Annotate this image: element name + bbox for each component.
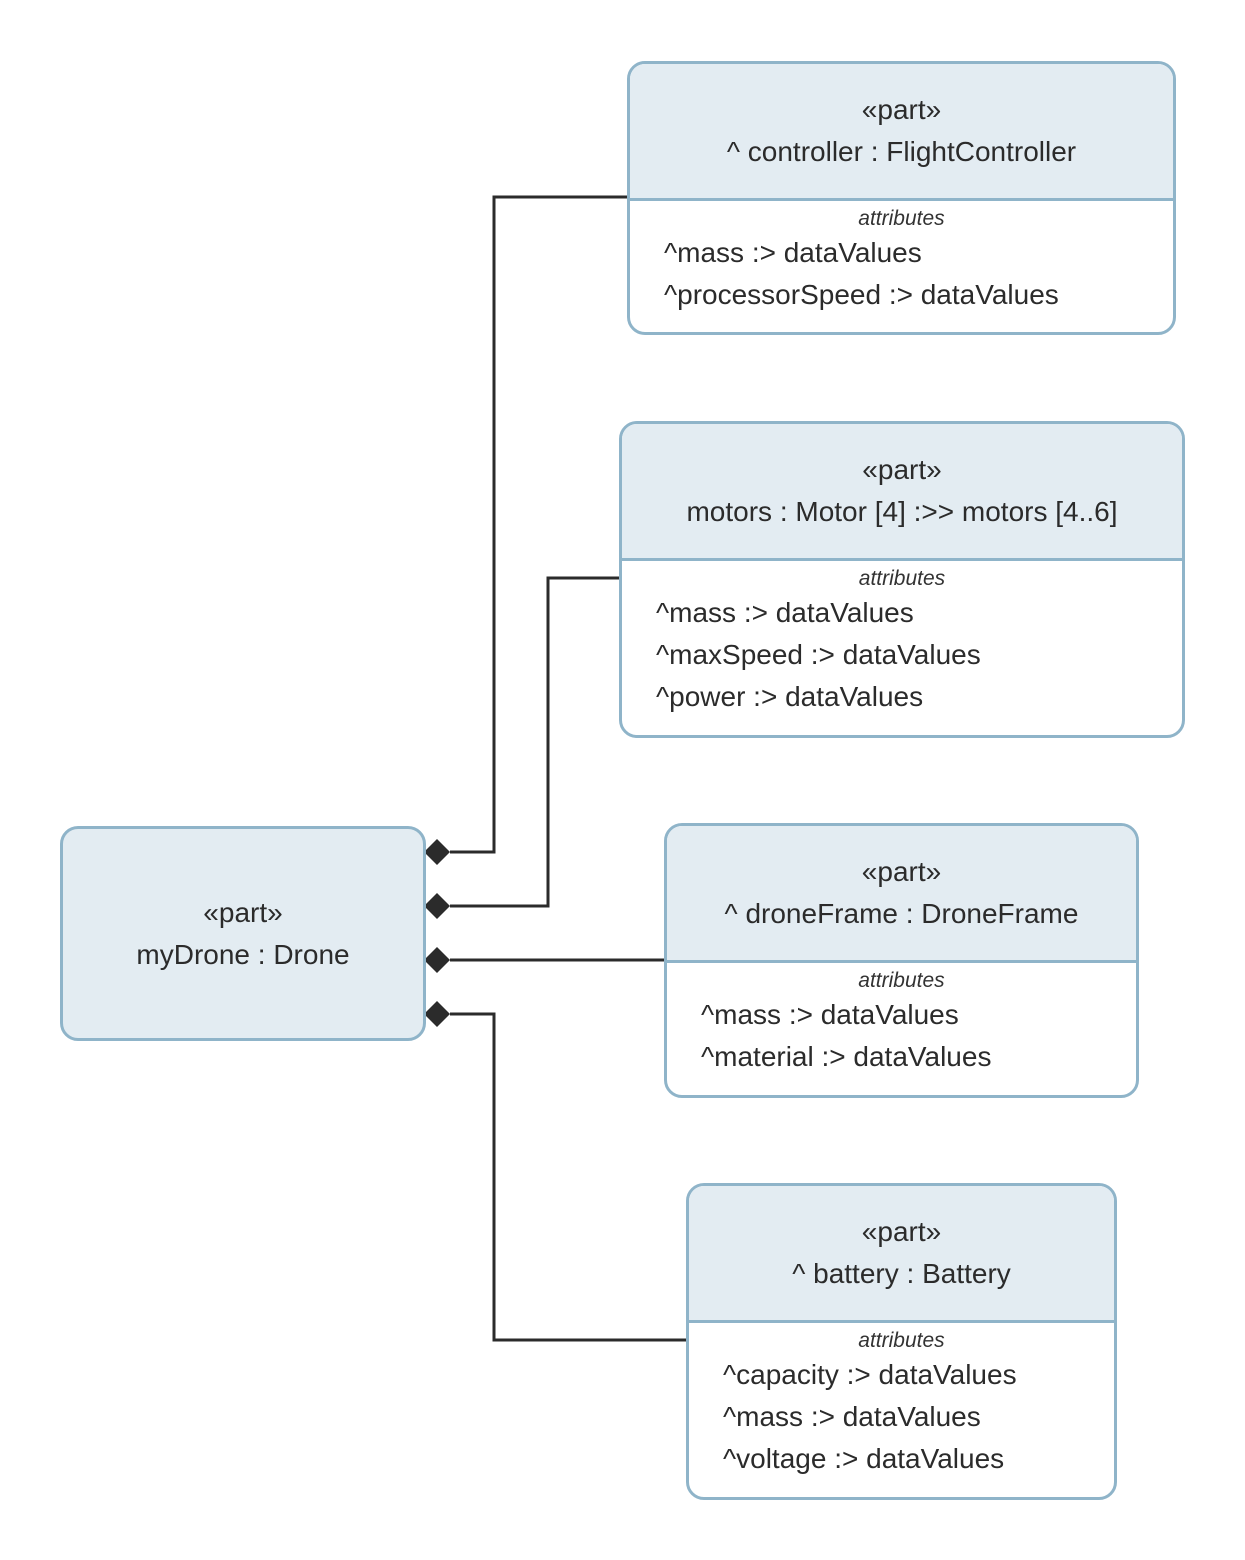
part-node-battery[interactable]: «part» ^ battery : Battery attributes ^c… (686, 1183, 1117, 1500)
part-node-motors[interactable]: «part» motors : Motor [4] :>> motors [4.… (619, 421, 1185, 738)
part-name: ^ droneFrame : DroneFrame (724, 898, 1079, 929)
attribute-item: ^mass :> dataValues (723, 1401, 981, 1432)
connector-battery[interactable] (450, 1012, 686, 1342)
part-header: «part» ^ battery : Battery (689, 1186, 1114, 1323)
attribute-item: ^material :> dataValues (701, 1041, 992, 1072)
part-node-controller[interactable]: «part» ^ controller : FlightController a… (627, 61, 1176, 335)
attribute-item: ^capacity :> dataValues (723, 1359, 1017, 1390)
attribute-list: ^mass :> dataValues ^material :> dataVal… (667, 994, 1136, 1078)
attributes-section-title: attributes (858, 207, 945, 230)
composition-diamond-icon (424, 839, 450, 865)
attribute-item: ^maxSpeed :> dataValues (656, 639, 981, 670)
part-name: myDrone : Drone (136, 938, 350, 970)
attribute-item: ^mass :> dataValues (664, 237, 922, 268)
part-header: «part» ^ droneFrame : DroneFrame (667, 826, 1136, 963)
part-name: ^ controller : FlightController (726, 136, 1077, 167)
stereotype-label: «part» (203, 896, 283, 928)
part-node-mydrone[interactable]: «part» myDrone : Drone (60, 826, 426, 1041)
connector-motors[interactable] (450, 576, 619, 908)
part-name: ^ battery : Battery (792, 1258, 1011, 1289)
stereotype-label: «part» (862, 454, 942, 485)
attributes-section-title: attributes (858, 567, 946, 590)
attribute-list: ^mass :> dataValues ^processorSpeed :> d… (630, 232, 1173, 316)
attribute-item: ^mass :> dataValues (656, 597, 914, 628)
connector-controller[interactable] (450, 195, 627, 854)
stereotype-label: «part» (861, 856, 942, 887)
attributes-section-title: attributes (858, 1329, 945, 1352)
part-name: motors : Motor [4] :>> motors [4..6] (686, 496, 1118, 527)
attribute-item: ^processorSpeed :> dataValues (664, 279, 1059, 310)
part-header: «part» motors : Motor [4] :>> motors [4.… (622, 424, 1182, 561)
attribute-item: ^mass :> dataValues (701, 999, 959, 1030)
part-node-droneframe[interactable]: «part» ^ droneFrame : DroneFrame attribu… (664, 823, 1139, 1098)
part-header: «part» ^ controller : FlightController (630, 64, 1173, 201)
stereotype-label: «part» (861, 1216, 942, 1247)
composition-diamond-icon (424, 893, 450, 919)
attribute-list: ^capacity :> dataValues ^mass :> dataVal… (689, 1354, 1114, 1480)
attribute-item: ^voltage :> dataValues (723, 1443, 1005, 1474)
attribute-item: ^power :> dataValues (656, 681, 924, 712)
attributes-section-title: attributes (858, 969, 945, 992)
attribute-list: ^mass :> dataValues ^maxSpeed :> dataVal… (622, 592, 1182, 718)
stereotype-label: «part» (861, 94, 942, 125)
composition-diamond-icon (424, 947, 450, 973)
composition-diamond-icon (424, 1001, 450, 1027)
